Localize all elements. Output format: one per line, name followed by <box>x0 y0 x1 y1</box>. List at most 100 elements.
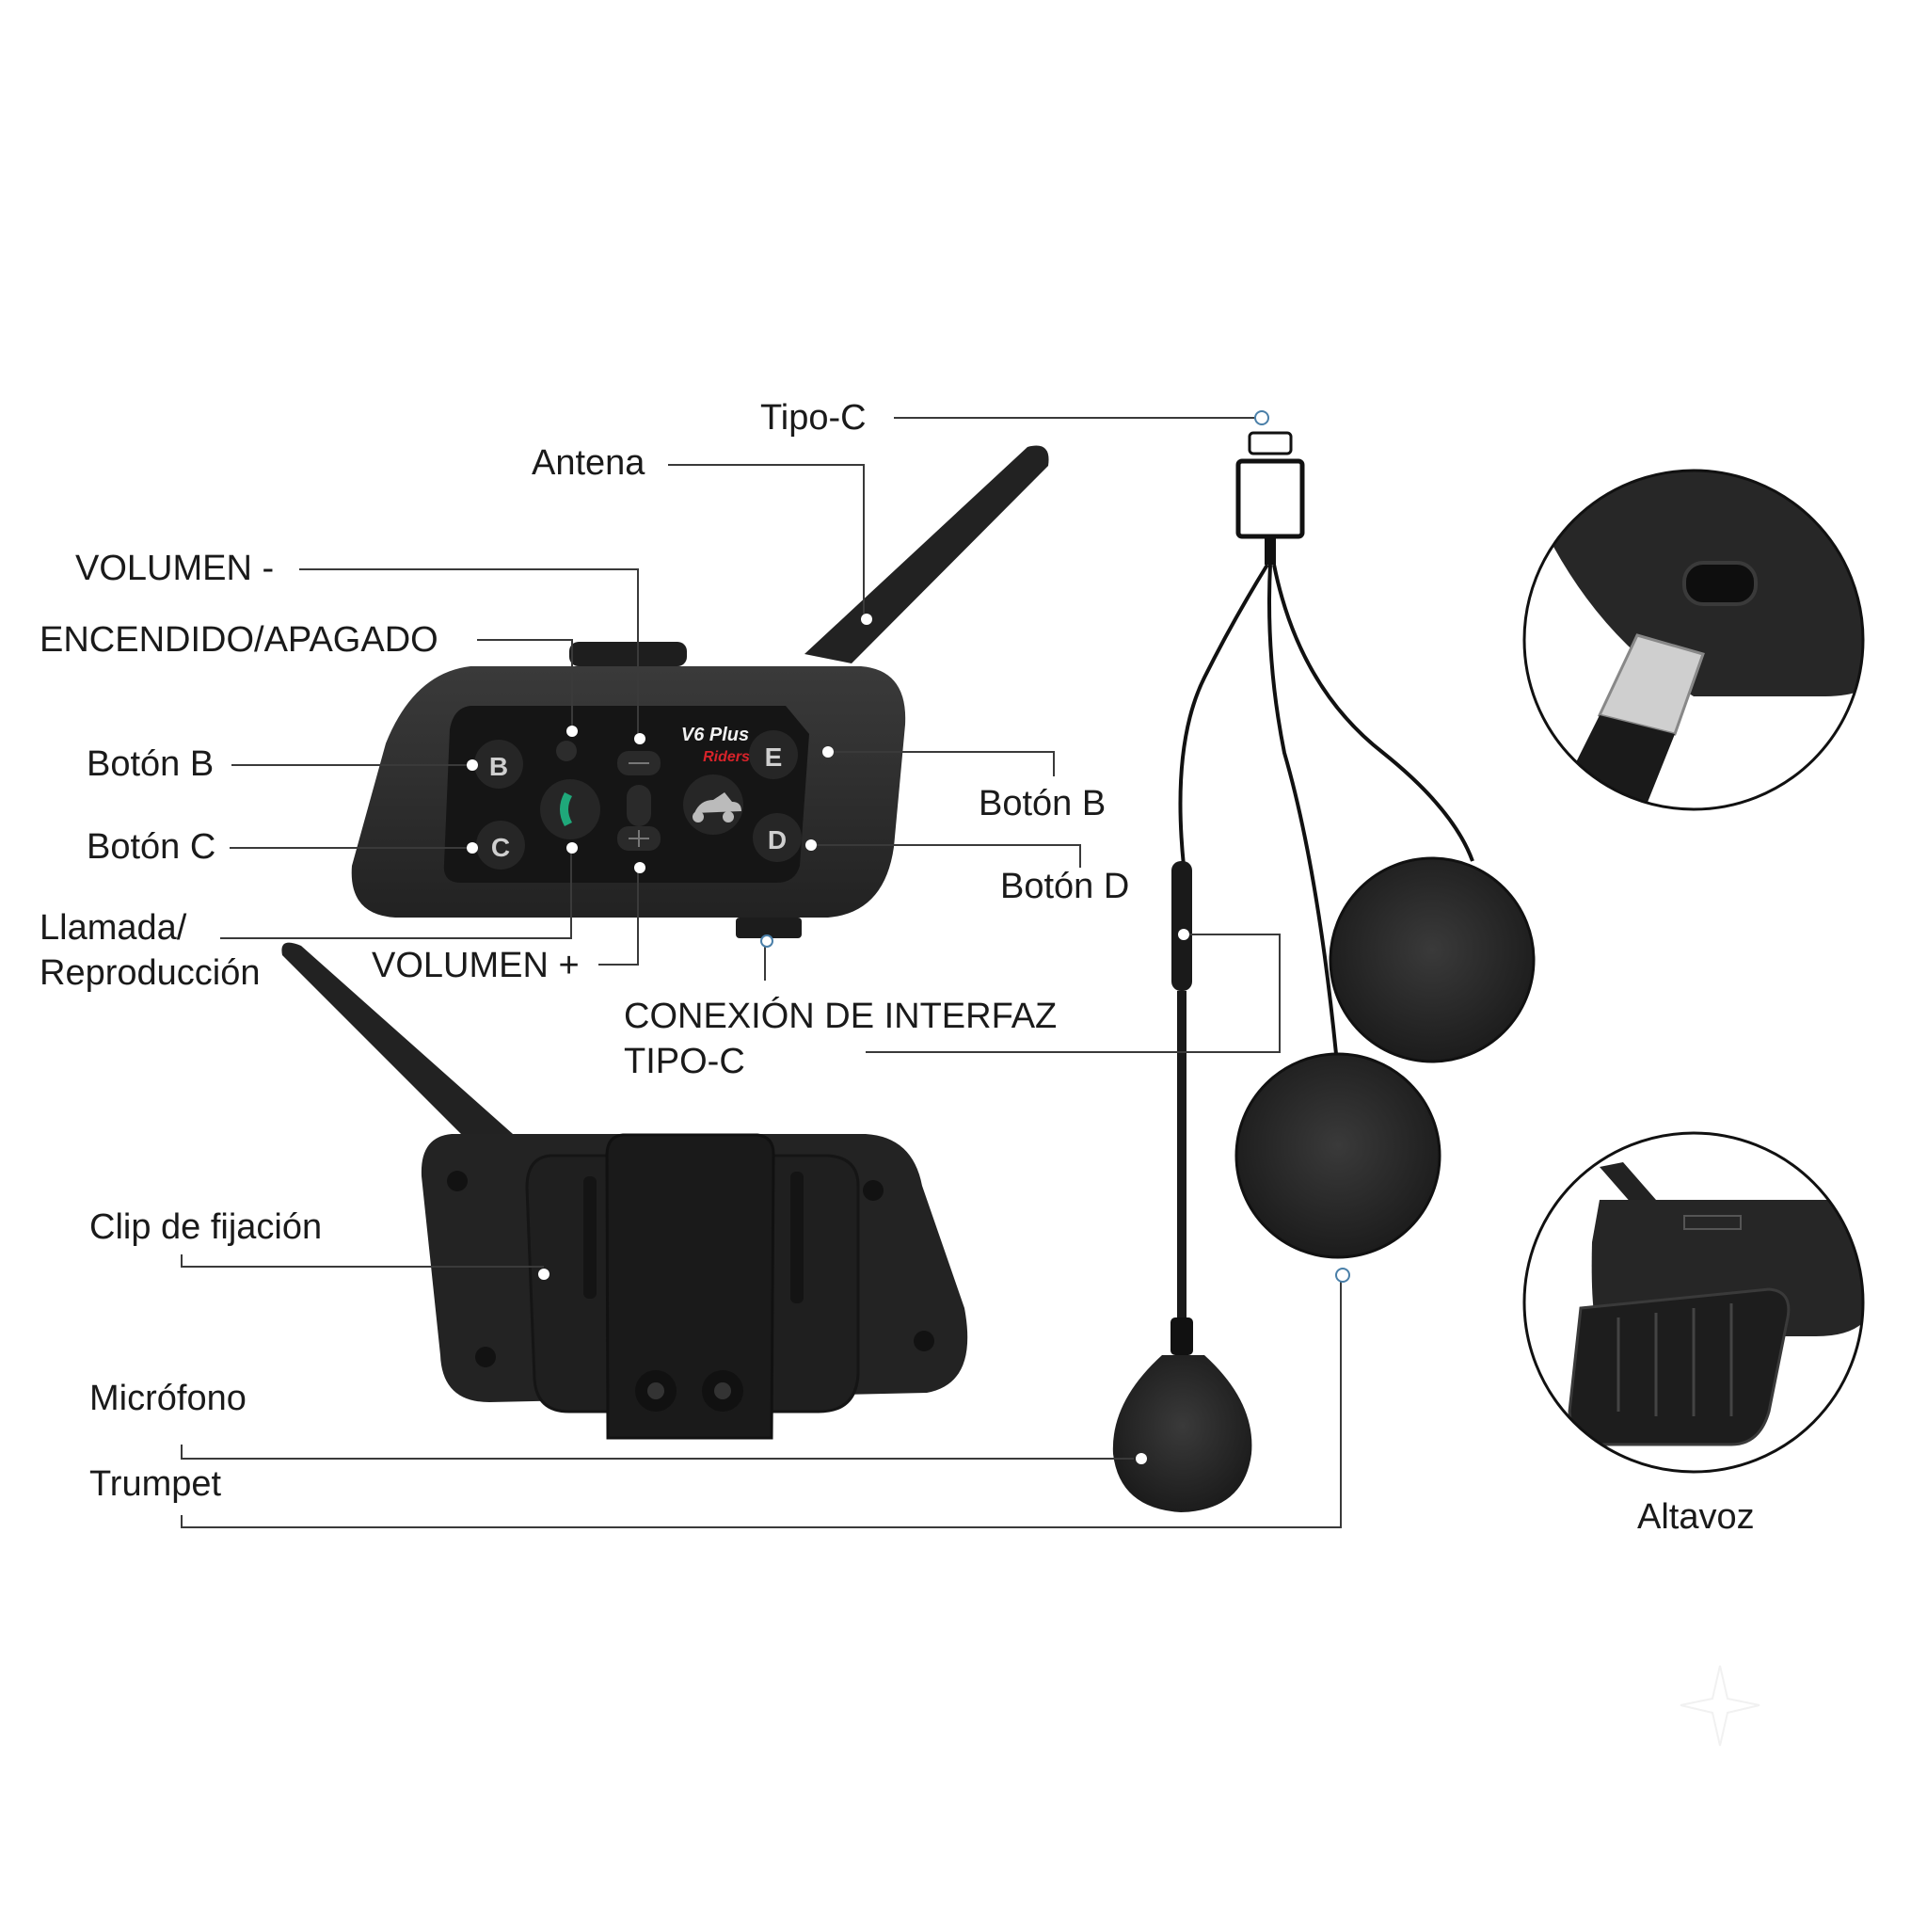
screw-hole <box>447 1171 468 1191</box>
detail-clip-hook <box>1683 1215 1742 1230</box>
screw-hole <box>475 1347 496 1367</box>
device-brand-text: Riders <box>703 749 750 765</box>
label-volumen-menos: VOLUMEN - <box>75 549 275 588</box>
leader-clip <box>181 1254 544 1268</box>
callout-dot-microfono <box>1136 1453 1147 1464</box>
label-tipo-c: Tipo-C <box>760 398 867 438</box>
inline-connector <box>1171 861 1192 991</box>
clip-tongue <box>605 1133 775 1440</box>
callout-dot-encendido <box>566 726 578 737</box>
label-llamada-line1: Llamada/ <box>40 908 187 948</box>
motorbike-wheel-icon <box>723 811 734 822</box>
detail-type-c-port <box>1522 469 1865 811</box>
button-c <box>476 821 525 870</box>
button-d-glyph: D <box>768 825 787 854</box>
type-c-port-opening <box>1682 561 1758 606</box>
button-e-glyph: E <box>765 742 783 772</box>
callout-dot-volumen-menos <box>634 733 645 744</box>
volume-rocker <box>627 785 651 826</box>
button-b-glyph: B <box>489 752 508 781</box>
label-llamada-line2: Reproducción <box>40 953 261 993</box>
leader-microfono <box>181 1445 1134 1460</box>
leader-lines <box>181 417 1342 1528</box>
callout-dot-boton-e <box>822 746 834 758</box>
label-altavoz: Altavoz <box>1637 1497 1755 1537</box>
speaker-left <box>1234 1052 1441 1259</box>
detail-clip-open <box>1568 1287 1791 1446</box>
screw-hole <box>914 1331 934 1351</box>
sparkle-icon <box>1680 1665 1760 1747</box>
leader-llamada <box>220 848 572 939</box>
callout-dot-antena <box>861 614 872 625</box>
label-clip-de-fijacion: Clip de fijación <box>89 1207 323 1247</box>
device-model-text: V6 Plus <box>681 725 749 745</box>
type-c-plug-body <box>1235 458 1305 539</box>
callout-dot-llamada <box>566 842 578 854</box>
detail-speaker-clip <box>1522 1131 1865 1474</box>
screw-hole <box>863 1180 884 1201</box>
button-e <box>749 730 798 779</box>
intercom-front-view: B C E D V6 Plus Riders <box>351 445 1049 938</box>
label-conexion-line2: TIPO-C <box>624 1042 745 1081</box>
motorbike-wheel-icon <box>693 811 704 822</box>
leader-volumen-menos <box>299 568 639 737</box>
label-boton-c: Botón C <box>87 827 216 867</box>
callout-dot-boton-b <box>467 759 478 771</box>
clip-screw-center <box>647 1382 664 1399</box>
leader-trumpet <box>181 1275 1342 1528</box>
callout-dot-boton-d <box>805 839 817 851</box>
headset-cable-assembly <box>1112 431 1536 1512</box>
cable-strain-relief <box>1265 536 1276 565</box>
speaker-right <box>1329 856 1536 1063</box>
speaker-cable-right <box>1272 564 1474 862</box>
plug-cable <box>1534 790 1618 809</box>
status-led <box>556 741 577 761</box>
leader-encendido <box>477 639 573 732</box>
usb-port-housing <box>736 918 802 938</box>
mic-cable <box>1178 563 1269 867</box>
callout-dot-boton-c <box>467 842 478 854</box>
clip-screw-center <box>714 1382 731 1399</box>
motorbike-icon <box>694 792 741 813</box>
leader-volumen-mas <box>598 868 639 966</box>
button-c-glyph: C <box>491 833 510 862</box>
mic-boom-end <box>1171 1317 1193 1355</box>
callout-dots <box>467 410 1350 1464</box>
detail-circle-border <box>1522 469 1865 811</box>
antenna-back <box>281 942 513 1143</box>
label-boton-b-left: Botón B <box>87 744 215 784</box>
call-button <box>540 779 600 839</box>
callout-dot-inline-connector <box>1178 929 1189 940</box>
leader-boton-b-right <box>828 751 1055 776</box>
label-trumpet: Trumpet <box>89 1464 222 1504</box>
label-boton-b-right: Botón B <box>979 784 1107 823</box>
type-c-plug-tip <box>1248 431 1293 455</box>
front-panel <box>443 706 809 883</box>
leader-boton-d <box>811 844 1081 868</box>
callout-dot-tipo-c <box>1254 410 1269 425</box>
phone-icon <box>560 792 572 826</box>
intercom-back-view <box>281 942 968 1440</box>
detail-circle-border <box>1522 1131 1865 1474</box>
callout-dot-volumen-mas <box>634 862 645 873</box>
speaker-cable-left <box>1267 564 1338 1055</box>
power-button <box>569 642 687 666</box>
label-antena: Antena <box>532 443 645 483</box>
label-volumen-mas: VOLUMEN + <box>372 946 580 985</box>
label-microfono: Micrófono <box>89 1379 247 1418</box>
antenna <box>804 445 1049 663</box>
label-boton-d: Botón D <box>1000 867 1130 906</box>
detail-antenna <box>1600 1162 1656 1205</box>
callout-dot-trumpet <box>1335 1268 1350 1283</box>
callout-dot-clip <box>538 1269 549 1280</box>
clip-slot <box>583 1176 597 1299</box>
leader-conexion-b <box>866 934 1281 1053</box>
button-b <box>474 740 523 789</box>
clip-slot <box>790 1172 804 1303</box>
callout-dot-conexion <box>760 934 773 948</box>
label-encendido-apagado: ENCENDIDO/APAGADO <box>40 620 438 660</box>
label-conexion-line1: CONEXIÓN DE INTERFAZ <box>624 997 1058 1036</box>
microphone-foam <box>1112 1355 1252 1512</box>
